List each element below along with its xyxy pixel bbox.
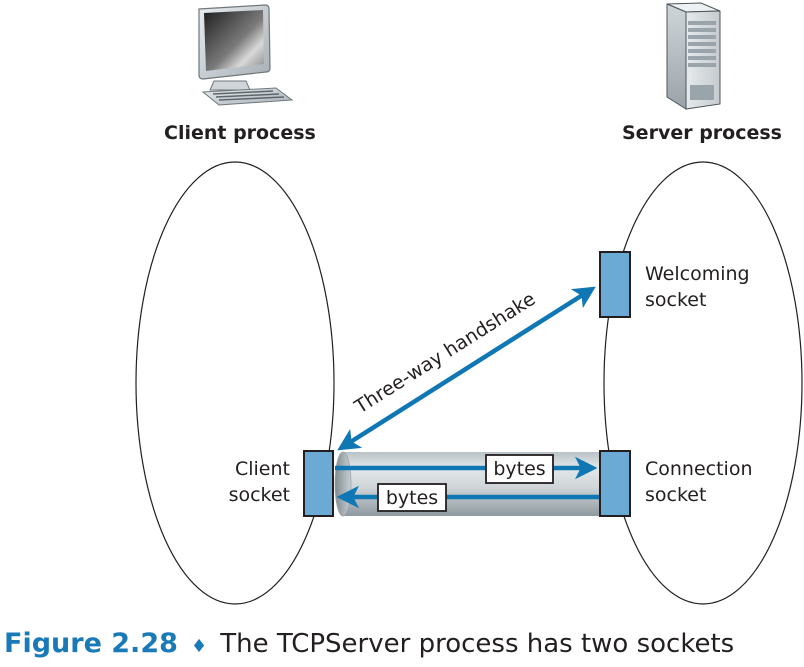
connection-socket-label-line2: socket — [645, 484, 706, 506]
handshake-label: Three-way handshake — [350, 288, 539, 419]
desktop-computer-icon — [198, 4, 294, 106]
tcp-connection-pipe — [334, 451, 600, 517]
svg-text:bytes: bytes — [493, 458, 545, 480]
svg-text:bytes: bytes — [386, 487, 438, 509]
welcoming-socket — [599, 251, 631, 318]
server-process-title: Server process — [622, 122, 782, 144]
caption-text: The TCPServer process has two sockets — [219, 629, 734, 659]
client-process-boundary — [135, 161, 335, 605]
bytes-to-client-label: bytes — [377, 483, 447, 512]
welcoming-socket-label-line1: Welcoming — [645, 263, 750, 285]
connection-socket — [599, 450, 631, 517]
client-socket — [303, 450, 334, 517]
server-process-boundary — [603, 161, 803, 605]
connection-socket-label-line1: Connection — [645, 458, 753, 480]
server-tower-icon — [666, 2, 721, 110]
handshake-arrow — [337, 286, 596, 451]
figure-number: Figure 2.28 — [4, 628, 178, 659]
client-socket-label-line1: Client — [235, 458, 290, 480]
caption-separator: ♦ — [191, 636, 207, 657]
welcoming-socket-label-line2: socket — [645, 289, 706, 311]
client-socket-label-line2: socket — [229, 484, 290, 506]
figure-caption: Figure 2.28 ♦ The TCPServer process has … — [4, 628, 734, 659]
client-process-title: Client process — [164, 122, 316, 144]
bytes-to-server-label: bytes — [485, 454, 554, 484]
